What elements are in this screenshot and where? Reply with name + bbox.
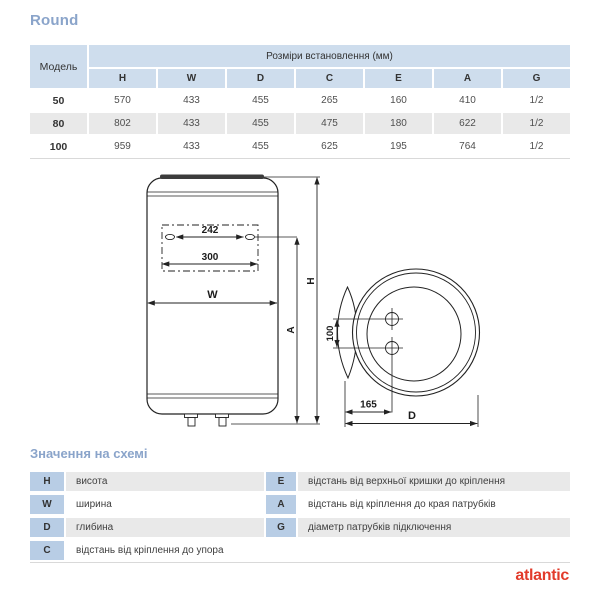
column-header-g: G	[503, 69, 570, 88]
tank-top-cap	[160, 174, 264, 179]
legend-letter: D	[30, 518, 64, 537]
legend-letter: E	[266, 472, 296, 491]
legend-divider	[30, 562, 570, 563]
legend-heading: Значення на схемі	[30, 446, 148, 461]
front-view	[146, 174, 320, 427]
table-cell: 475	[296, 113, 363, 134]
table-cell: 959	[114, 141, 131, 152]
label-w: W	[207, 289, 218, 301]
table-cell: 455	[227, 113, 294, 134]
table-cell: 570	[114, 95, 131, 106]
table-cell: 410	[459, 95, 476, 106]
side-view	[333, 268, 481, 427]
table-cell: 622	[434, 113, 501, 134]
column-header-h: H	[89, 69, 156, 88]
table-cell: 1/2	[503, 113, 570, 134]
table-cell: 1/2	[529, 141, 544, 152]
legend-description: глибина	[66, 518, 264, 537]
table-cell: 433	[158, 113, 225, 134]
column-header-d: D	[227, 69, 294, 88]
table-cell: 180	[365, 113, 432, 134]
table-divider	[30, 158, 570, 159]
label-300: 300	[202, 252, 219, 263]
table-cell: 160	[390, 95, 407, 106]
label-d: D	[408, 410, 416, 422]
dimension-labels: 242 300 W A H 100 165 D	[202, 225, 416, 422]
legend-letter: W	[30, 495, 64, 514]
tank-seams	[147, 191, 278, 399]
column-header-w: W	[158, 69, 225, 88]
legend-letter: G	[266, 518, 296, 537]
label-165: 165	[360, 400, 377, 411]
table-cell: 195	[390, 141, 407, 152]
table-cell: 764	[459, 141, 476, 152]
bracket-slot-left	[165, 233, 175, 241]
column-header-a: A	[434, 69, 501, 88]
bottom-pipes	[184, 413, 229, 427]
installation-diagram: 242 300 W A H 100 165 D	[146, 174, 481, 427]
table-cell: 455	[252, 141, 269, 152]
group-header: Розміри встановлення (мм)	[89, 45, 570, 67]
mounting-bracket	[161, 224, 259, 272]
legend-description: висота	[66, 472, 264, 491]
legend-letter: H	[30, 472, 64, 491]
row-model: 80	[30, 113, 87, 134]
table-cell: 433	[183, 141, 200, 152]
table-cell: 1/2	[529, 95, 544, 106]
tank-outer-circle	[351, 268, 481, 397]
page-title: Round	[30, 12, 79, 29]
legend-description: відстань від кріплення до края патрубків	[308, 499, 496, 510]
tank-ring	[356, 272, 476, 393]
bracket-slot-right	[245, 233, 255, 241]
legend-table: H висота E відстань від верхньої кришки …	[30, 472, 570, 560]
legend-description: відстань від верхньої кришки до кріпленн…	[298, 472, 570, 491]
legend-description: діаметр патрубків підключення	[298, 518, 570, 537]
tank-inner-circle	[366, 286, 462, 382]
table-cell: 433	[183, 95, 200, 106]
table-cell: 802	[89, 113, 156, 134]
legend-description: ширина	[76, 499, 112, 510]
table-cell: 625	[321, 141, 338, 152]
row-model: 50	[52, 94, 65, 107]
table-cell: 265	[321, 95, 338, 106]
label-h: H	[306, 277, 317, 284]
label-242: 242	[202, 225, 219, 236]
column-header-c: C	[296, 69, 363, 88]
model-column-header: Модель	[30, 45, 87, 88]
dimensions-table: Модель Розміри встановлення (мм) H W D C…	[30, 45, 570, 157]
column-header-e: E	[365, 69, 432, 88]
label-100: 100	[325, 326, 336, 342]
row-model: 100	[49, 140, 68, 153]
legend-description: відстань від кріплення до упора	[76, 545, 224, 556]
table-cell: 455	[252, 95, 269, 106]
label-a: A	[286, 326, 297, 333]
legend-letter: A	[266, 495, 296, 514]
legend-letter: C	[30, 541, 64, 560]
atlantic-logo: atlantic	[515, 567, 569, 584]
